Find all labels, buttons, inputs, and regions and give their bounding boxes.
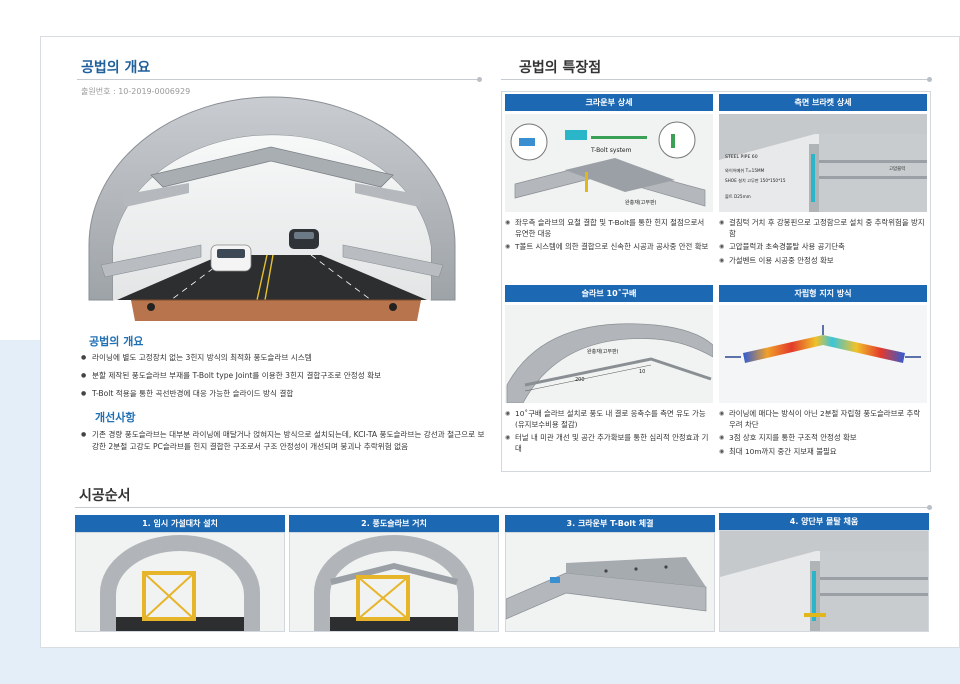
side-bracket-bullet-list: 걸침턱 거치 후 강봉핀으로 고정함으로 설치 중 추락위험을 방지함 고압블럭… xyxy=(719,218,927,266)
panel-header: 자립형 지지 방식 xyxy=(719,285,927,302)
features-title: 공법의 특장점 xyxy=(519,60,602,76)
feature-panel-crown: 크라운부 상세 T-Bolt system 완충재(고무판) 좌우측 슬라브의 … xyxy=(505,94,713,256)
overview-bullet: 분할 제작된 풍도슬라브 부재를 T-Bolt type Joint를 이용한 … xyxy=(81,370,481,382)
crown-label-rubber: 완충재(고무판) xyxy=(625,199,657,206)
overview-bullet-list: 라이닝에 별도 고정장치 없는 3힌지 방식의 최적화 풍도슬라브 시스템 분할… xyxy=(81,352,481,406)
slope-label-200: 200 xyxy=(575,377,585,383)
bracket-label-block: 고압블럭 xyxy=(889,165,905,172)
panel-header: 슬라브 10˚구배 xyxy=(505,285,713,302)
application-number: 출원번호 : 10-2019-0006929 xyxy=(81,87,191,96)
panel-header: 크라운부 상세 xyxy=(505,94,713,111)
bracket-label-shoe: SHOE 설치 고무판 150*150*15 xyxy=(725,177,786,184)
step-1-illustration xyxy=(76,533,284,631)
step-header: 4. 양단부 몰탈 채움 xyxy=(719,513,929,530)
feature-bullet: 터널 내 미관 개선 및 공간 추가확보를 통한 심리적 안정효과 기대 xyxy=(505,433,713,454)
procedure-step-2: 2. 풍도슬라브 거치 xyxy=(289,515,499,632)
feature-panel-side-bracket: 측면 브라켓 상세 STEEL PIPE 60 와이어메쉬 T=15MM SHO… xyxy=(719,94,927,269)
self-support-stress-illustration xyxy=(719,305,927,403)
feature-bullet: 걸침턱 거치 후 강봉핀으로 고정함으로 설치 중 추락위험을 방지함 xyxy=(719,218,927,239)
procedure-step-3: 3. 크라운부 T-Bolt 체결 xyxy=(505,515,715,632)
overview-subheading: 공법의 개요 xyxy=(89,335,144,348)
overview-bullet: 라이닝에 별도 고정장치 없는 3힌지 방식의 최적화 풍도슬라브 시스템 xyxy=(81,352,481,364)
crown-bullet-list: 좌우측 슬라브의 요철 결합 및 T-Bolt를 통한 힌지 절점으로서 유연한… xyxy=(505,218,713,253)
slope-bullet-list: 10˚구배 슬라브 설치로 풍도 내 결로 응축수를 측면 유도 가능 (유지보… xyxy=(505,409,713,454)
improvements-subheading: 개선사항 xyxy=(95,411,136,424)
feature-bullet: 3점 상호 지지를 통한 구조적 안정성 확보 xyxy=(719,433,927,444)
feature-bullet: 좌우측 슬라브의 요철 결합 및 T-Bolt를 통한 힌지 절점으로서 유연한… xyxy=(505,218,713,239)
feature-bullet: T볼트 시스템에 의한 결합으로 신속한 시공과 공사중 안전 확보 xyxy=(505,242,713,253)
step-2-illustration xyxy=(290,533,498,631)
step-header: 3. 크라운부 T-Bolt 체결 xyxy=(505,515,715,532)
rule-end-dot xyxy=(477,77,482,82)
feature-bullet: 라이닝에 매다는 방식이 아닌 2분절 자립형 풍도슬라브로 추락 우려 차단 xyxy=(719,409,927,430)
procedure-title: 시공순서 xyxy=(79,488,131,504)
procedure-step-4: 4. 양단부 몰탈 채움 xyxy=(719,513,929,632)
step-header: 1. 임시 가설대차 설치 xyxy=(75,515,285,532)
feature-bullet: 고압블럭과 초속경몰탈 사용 공기단축 xyxy=(719,242,927,253)
feature-bullet: 최대 10m까지 중간 지보재 불필요 xyxy=(719,447,927,458)
overview-title: 공법의 개요 xyxy=(81,60,151,76)
improvement-bullet: 기존 경량 풍도슬라브는 대부분 라이닝에 매달거나 얹혀지는 방식으로 설치되… xyxy=(81,429,485,453)
tunnel-cross-section-illustration xyxy=(88,96,456,321)
bracket-label-mesh: 와이어메쉬 T=15MM xyxy=(725,167,765,174)
step-3-illustration xyxy=(505,533,714,631)
slab-slope-illustration: 완충재(고무판) 10 200 xyxy=(505,305,713,403)
overview-title-rule xyxy=(77,79,477,80)
slope-label-ten: 10 xyxy=(639,369,645,375)
features-title-rule xyxy=(501,79,929,80)
feature-panel-self-support: 자립형 지지 방식 라이닝에 매다는 방식이 아닌 2분절 자립형 풍도슬라브로… xyxy=(719,285,927,460)
side-bracket-illustration: STEEL PIPE 60 와이어메쉬 T=15MM SHOE 설치 고무판 1… xyxy=(719,114,927,212)
step-header: 2. 풍도슬라브 거치 xyxy=(289,515,499,532)
procedure-title-rule xyxy=(75,507,927,508)
feature-bullet: 10˚구배 슬라브 설치로 풍도 내 결로 응축수를 측면 유도 가능 (유지보… xyxy=(505,409,713,430)
feature-panel-slope: 슬라브 10˚구배 완충재(고무판) 10 200 10˚구배 슬라브 설치로 … xyxy=(505,285,713,457)
crown-detail-illustration: T-Bolt system 완충재(고무판) xyxy=(505,114,713,212)
bracket-label-pipe: STEEL PIPE 60 xyxy=(725,154,758,160)
improvements-bullet-list: 기존 경량 풍도슬라브는 대부분 라이닝에 매달거나 얹혀지는 방식으로 설치되… xyxy=(81,429,485,459)
crown-label-tbolt: T-Bolt system xyxy=(590,147,632,154)
rule-end-dot xyxy=(927,77,932,82)
self-support-bullet-list: 라이닝에 매다는 방식이 아닌 2분절 자립형 풍도슬라브로 추락 우려 차단 … xyxy=(719,409,927,457)
slope-label-rubber: 완충재(고무판) xyxy=(587,348,619,355)
step-4-illustration xyxy=(720,531,928,631)
panel-header: 측면 브라켓 상세 xyxy=(719,94,927,111)
feature-bullet: 가설벤트 이용 시공중 안정성 확보 xyxy=(719,256,927,267)
procedure-step-1: 1. 임시 가설대차 설치 xyxy=(75,515,285,632)
overview-bullet: T-Bolt 적용을 통한 곡선반경에 대응 가능한 슬라이드 방식 결합 xyxy=(81,388,481,400)
bracket-label-bolt: 볼트 D25mm xyxy=(725,193,751,199)
document-card: 공법의 개요 출원번호 : 10-2019-0006929 xyxy=(40,36,960,648)
rule-end-dot xyxy=(927,505,932,510)
